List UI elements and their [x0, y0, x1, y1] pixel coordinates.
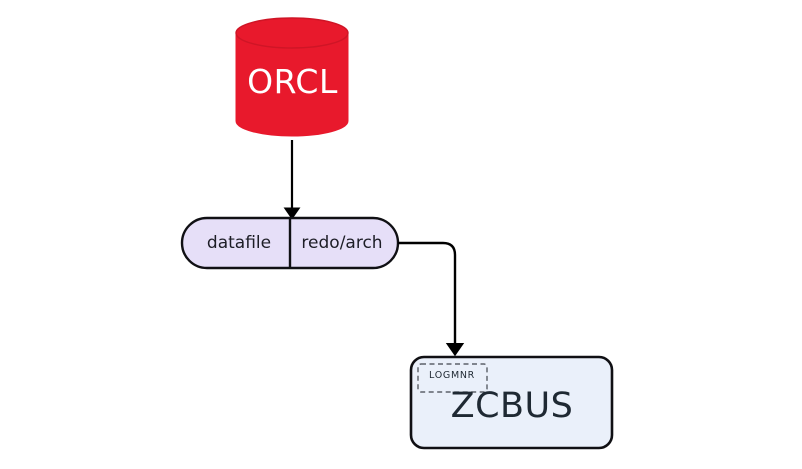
logmnr-box-shape[interactable] — [417, 363, 488, 393]
zcbus-box-shape[interactable] — [409, 355, 614, 450]
zcbus-label: ZCBUS — [450, 386, 574, 426]
orcl-cylinder-shape[interactable] — [235, 17, 349, 137]
edge-redo-arch-to-zcbus — [398, 241, 465, 357]
logmnr-label: LOGMNR — [429, 370, 475, 381]
redo-arch-label: redo/arch — [301, 233, 383, 253]
datafile-label: datafile — [206, 233, 272, 253]
